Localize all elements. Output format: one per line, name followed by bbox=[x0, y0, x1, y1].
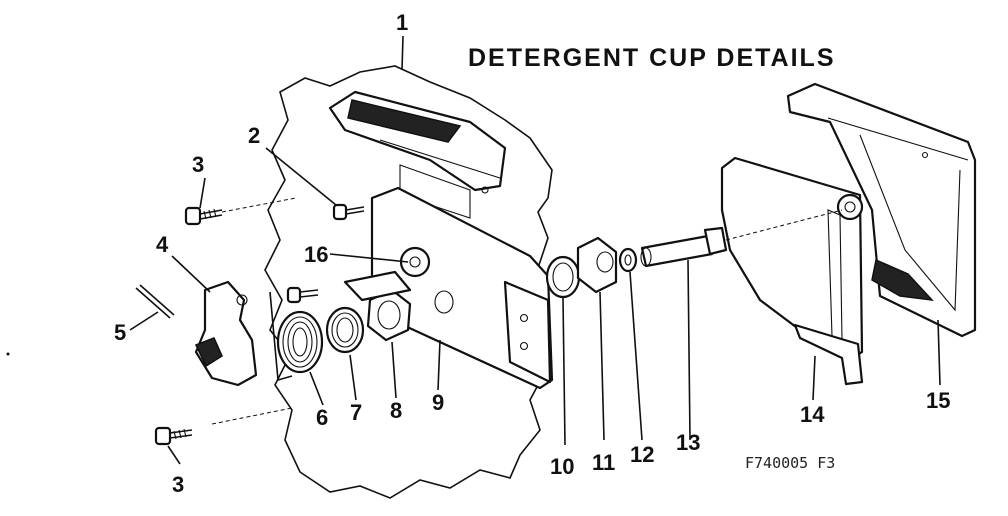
leader-lines bbox=[129, 35, 941, 465]
cup-lid bbox=[720, 156, 864, 386]
callout-14: 14 bbox=[800, 402, 825, 427]
callout-4: 4 bbox=[156, 232, 169, 257]
callout-13: 13 bbox=[676, 430, 700, 455]
alignment-line-shaft bbox=[725, 209, 843, 241]
callout-15: 15 bbox=[926, 388, 950, 413]
callout-3-upper: 3 bbox=[192, 152, 204, 177]
callout-3-lower: 3 bbox=[172, 472, 184, 497]
alignment-line-lower bbox=[211, 407, 293, 425]
torsion-spring bbox=[269, 291, 324, 382]
callout-11: 11 bbox=[592, 450, 615, 475]
latch-lever bbox=[194, 280, 258, 387]
shaft bbox=[640, 226, 728, 268]
gasket-ring bbox=[545, 255, 581, 299]
screw-spring bbox=[286, 286, 319, 304]
alignment-line-upper bbox=[221, 197, 297, 213]
callout-1: 1 bbox=[396, 10, 408, 35]
diagram-title: DETERGENT CUP DETAILS bbox=[468, 44, 836, 72]
callout-6: 6 bbox=[316, 405, 328, 430]
callout-10: 10 bbox=[550, 454, 574, 479]
stray-mark bbox=[6, 352, 10, 356]
small-bracket bbox=[343, 270, 412, 302]
callout-12: 12 bbox=[630, 442, 654, 467]
screw-2 bbox=[332, 203, 365, 221]
door-panel bbox=[264, 65, 553, 499]
compression-spring bbox=[325, 306, 365, 354]
cup-housing bbox=[328, 90, 507, 219]
callout-9: 9 bbox=[432, 390, 444, 415]
washer bbox=[618, 247, 638, 273]
callout-16: 16 bbox=[304, 242, 328, 267]
callout-8: 8 bbox=[390, 398, 402, 423]
screw-upper bbox=[184, 206, 223, 226]
bushing-nut bbox=[576, 236, 618, 294]
callout-2: 2 bbox=[248, 123, 260, 148]
cup-body bbox=[786, 82, 977, 338]
screw-lower bbox=[154, 426, 193, 446]
pin bbox=[135, 284, 175, 319]
callout-7: 7 bbox=[350, 400, 362, 425]
callout-5: 5 bbox=[114, 320, 126, 345]
drawing-code: F740005 F3 bbox=[745, 454, 835, 472]
